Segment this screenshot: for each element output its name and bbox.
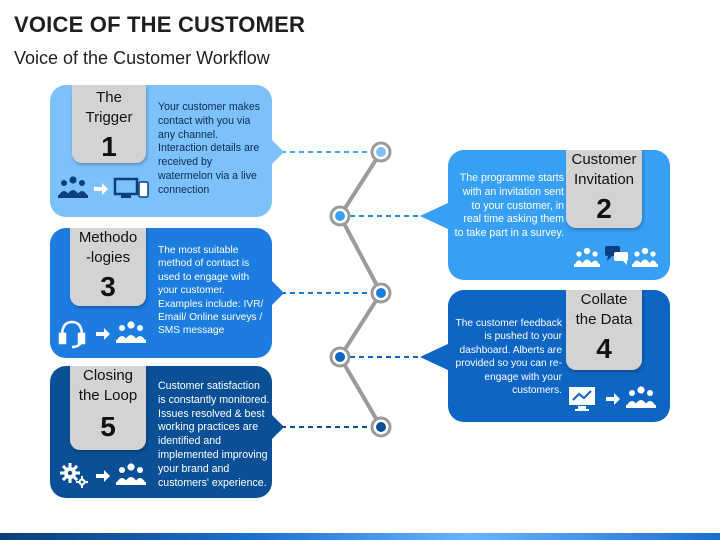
node-2 <box>329 205 351 227</box>
step-card-4: Collate the Data 4 The customer feedback… <box>448 290 670 422</box>
step-tab-1: The Trigger 1 <box>72 85 146 163</box>
step-tab-5: Closing the Loop 5 <box>70 366 146 450</box>
step-number-1: 1 <box>101 131 117 162</box>
step-icons-5 <box>58 460 158 497</box>
step-icons-3 <box>58 318 158 355</box>
pointer-2 <box>420 202 450 230</box>
step-text-5: Customer satisfaction is constantly moni… <box>158 380 270 489</box>
bottom-accent-bar <box>0 533 720 540</box>
headset-icon <box>58 320 86 349</box>
pointer-1 <box>272 140 284 164</box>
chat-bubbles-icon <box>605 246 628 265</box>
arrow-right-icon <box>94 183 108 195</box>
gears-icon <box>60 463 88 488</box>
group-icon <box>626 386 656 408</box>
dashboard-monitor-icon <box>569 387 595 411</box>
slide-title: VOICE OF THE CUSTOMER <box>14 12 306 37</box>
step-name-1: The Trigger <box>85 89 133 126</box>
step-number-3: 3 <box>100 271 116 302</box>
node-1 <box>370 141 392 163</box>
node-4 <box>329 346 351 368</box>
pointer-5 <box>272 415 284 439</box>
step-text-2: The programme starts with an invitation … <box>454 172 564 240</box>
step-name-2: Customer Invitation <box>571 151 637 188</box>
zigzag-line <box>337 150 384 429</box>
step-number-2: 2 <box>596 193 612 224</box>
step-card-1: The Trigger 1 Your customer makes contac… <box>50 85 272 217</box>
group-icon <box>574 247 600 267</box>
step-name-4: Collate the Data <box>575 291 633 328</box>
step-number-5: 5 <box>100 411 116 442</box>
step-tab-3: Methodo -logies 3 <box>70 228 146 306</box>
step-icons-1 <box>58 173 154 210</box>
step-icons-4 <box>568 384 668 421</box>
group-icon <box>116 463 146 485</box>
node-5 <box>370 416 392 438</box>
step-number-4: 4 <box>596 333 612 364</box>
step-card-5: Closing the Loop 5 Customer satisfaction… <box>50 366 272 498</box>
step-card-2: Customer Invitation 2 The programme star… <box>448 150 670 280</box>
step-name-5: Closing the Loop <box>78 367 138 404</box>
group-icon <box>632 247 658 267</box>
arrow-right-icon <box>96 328 110 340</box>
arrow-right-icon <box>606 393 620 405</box>
step-tab-4: Collate the Data 4 <box>566 290 642 370</box>
group-icon <box>116 321 146 343</box>
step-card-3: Methodo -logies 3 The most suitable meth… <box>50 228 272 358</box>
step-text-4: The customer feedback is pushed to your … <box>455 318 562 397</box>
step-icons-2 <box>574 242 664 279</box>
step-name-3: Methodo -logies <box>78 229 138 266</box>
pointer-3 <box>272 281 284 305</box>
step-tab-2: Customer Invitation 2 <box>566 150 642 228</box>
group-icon <box>58 176 88 198</box>
arrow-right-icon <box>96 470 110 482</box>
step-text-3: The most suitable method of contact is u… <box>158 245 264 337</box>
step-text-1: Your customer makes contact with you via… <box>158 101 261 196</box>
devices-icon <box>113 177 149 198</box>
slide-subtitle: Voice of the Customer Workflow <box>14 48 270 68</box>
node-3 <box>370 282 392 304</box>
pointer-4 <box>420 343 450 371</box>
